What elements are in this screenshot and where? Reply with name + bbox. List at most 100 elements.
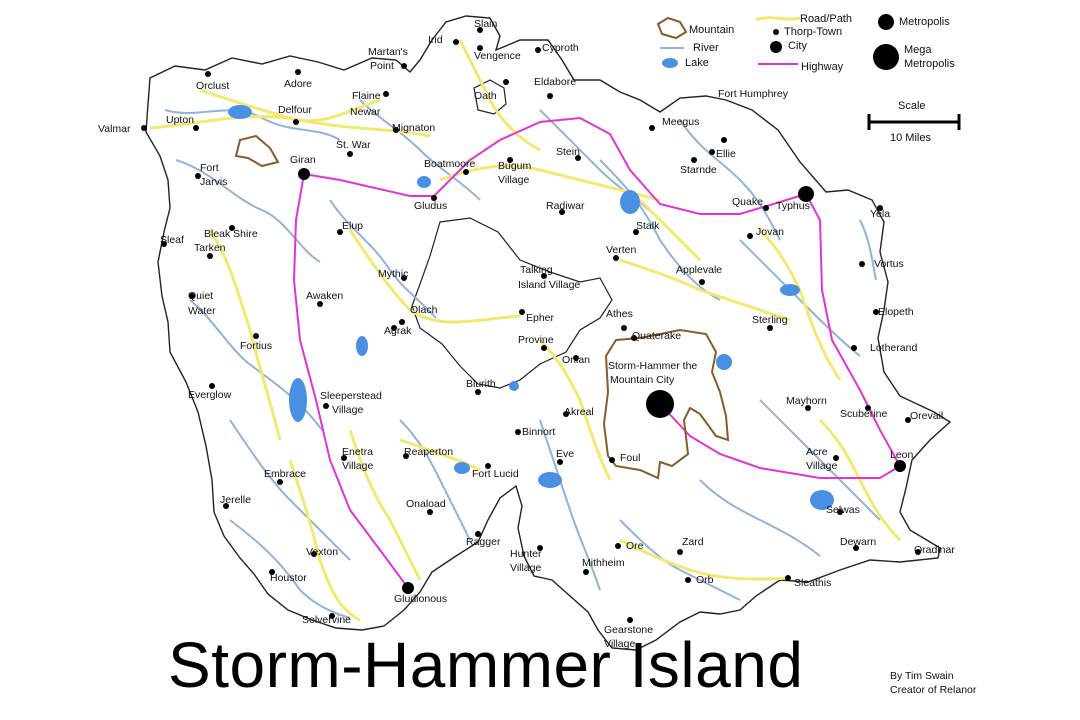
place-label: Eve bbox=[556, 448, 575, 460]
place-label: Newar bbox=[350, 106, 381, 118]
place-label: Onian bbox=[562, 354, 591, 366]
place-label: Gludus bbox=[414, 200, 448, 212]
place-label: Yela bbox=[870, 208, 891, 220]
city-gludionous bbox=[402, 582, 414, 594]
place-label: Stalk bbox=[636, 220, 660, 232]
place-label: Storm-Hammer the bbox=[608, 360, 698, 372]
place-label: Gearstone bbox=[604, 624, 654, 636]
place-label: Blurith bbox=[466, 378, 496, 390]
mega-metropolis-storm-hammer bbox=[646, 390, 674, 418]
legend-road-label: Road/Path bbox=[800, 13, 852, 25]
place-label: Houstor bbox=[270, 572, 307, 584]
legend-river-label: River bbox=[693, 42, 719, 54]
place-label: Fort bbox=[200, 162, 219, 174]
place-label: Selwas bbox=[826, 504, 860, 516]
legend-highway-label: Highway bbox=[801, 61, 844, 73]
place-label: Akreal bbox=[564, 406, 594, 418]
place-label: Sleeperstead bbox=[320, 390, 382, 402]
credit-subtitle: Creator of Relanor bbox=[890, 684, 977, 696]
place-label: Lotherand bbox=[870, 342, 918, 354]
inner-bay bbox=[411, 217, 613, 389]
place-label: Sterling bbox=[752, 314, 788, 326]
place-label: Village bbox=[806, 460, 838, 472]
place-label: Irid bbox=[428, 34, 443, 46]
place-label: Orclust bbox=[196, 80, 230, 92]
place-label: Vexton bbox=[306, 546, 339, 558]
place-label: Mayhorn bbox=[786, 395, 827, 407]
place-label: Eldabore bbox=[534, 76, 577, 88]
place-label: Provine bbox=[518, 334, 554, 346]
legend-mountain-icon bbox=[656, 16, 688, 40]
place-label: Dewarn bbox=[840, 536, 877, 548]
place-label: Fort Lucid bbox=[472, 468, 519, 480]
place-label: Bleak Shire bbox=[204, 228, 258, 240]
place-label: Quiet bbox=[188, 290, 214, 302]
place-label: Delfour bbox=[278, 104, 312, 116]
place-label: Mythic bbox=[378, 268, 409, 280]
place-label: Orb bbox=[696, 574, 714, 586]
place-label: Ragger bbox=[466, 536, 501, 548]
mountain-small bbox=[234, 134, 280, 168]
place-label: Boatmoore bbox=[424, 158, 476, 170]
place-label: Radiwar bbox=[546, 200, 585, 212]
legend-metropolis-icon bbox=[878, 14, 894, 30]
place-label: Gludionous bbox=[394, 593, 448, 605]
scale-label: Scale bbox=[898, 100, 926, 112]
credit-author: By Tim Swain bbox=[890, 670, 954, 682]
place-label: Reaperton bbox=[404, 446, 454, 458]
place-label: Giran bbox=[290, 154, 316, 166]
place-label: Athes bbox=[606, 308, 633, 320]
place-label: Jarvis bbox=[200, 176, 228, 188]
legend-lake-icon bbox=[662, 58, 678, 68]
rivers bbox=[164, 99, 881, 619]
place-label: Oradinar bbox=[914, 544, 955, 556]
highway bbox=[292, 116, 902, 589]
place-label: Quaterake bbox=[632, 330, 682, 342]
legend-lake-label: Lake bbox=[685, 57, 709, 69]
place-label: Upton bbox=[166, 114, 195, 126]
place-label: Meegus bbox=[662, 116, 700, 128]
place-label: Ellie bbox=[716, 148, 736, 160]
place-label: Typhus bbox=[776, 200, 810, 212]
place-label: Island Village bbox=[518, 279, 581, 291]
place-label: Village bbox=[510, 562, 542, 574]
place-label: Talking bbox=[520, 264, 553, 276]
place-label: Agrak bbox=[384, 325, 412, 337]
place-label: Orevail bbox=[910, 410, 944, 422]
place-label: Jovan bbox=[756, 226, 785, 238]
place-label: Oath bbox=[474, 90, 497, 102]
legend-city-icon bbox=[770, 41, 782, 53]
place-label: Fortius bbox=[240, 340, 273, 352]
place-label: Village bbox=[498, 174, 530, 186]
city-giran bbox=[298, 168, 310, 180]
place-label: Hunter bbox=[510, 548, 542, 560]
place-label: Awaken bbox=[306, 290, 344, 302]
place-label: Vengence bbox=[474, 50, 521, 62]
place-label: Jerelle bbox=[220, 494, 251, 506]
place-label: Foul bbox=[620, 452, 641, 464]
place-label: Flaine bbox=[352, 90, 381, 102]
place-label: Selvervine bbox=[302, 614, 352, 626]
place-label: Adore bbox=[284, 78, 313, 90]
legend-city-label: City bbox=[788, 40, 807, 52]
place-label: Scuberine bbox=[840, 408, 888, 420]
place-label: Onaload bbox=[406, 498, 446, 510]
place-label: Binnort bbox=[522, 426, 556, 438]
legend-road-icon bbox=[755, 16, 801, 22]
place-label: Zard bbox=[682, 536, 704, 548]
place-label: Enetra bbox=[342, 446, 373, 458]
place-label: Fort Humphrey bbox=[718, 88, 789, 100]
legend-mega-label-2: Metropolis bbox=[904, 58, 955, 70]
place-label: Mithheim bbox=[582, 557, 625, 569]
place-label: Water bbox=[188, 305, 216, 317]
scale-bar bbox=[867, 114, 961, 130]
scale-distance: 10 Miles bbox=[890, 132, 931, 144]
place-label: Martan's bbox=[368, 46, 408, 58]
place-label: Vortus bbox=[874, 258, 904, 270]
legend-mountain-label: Mountain bbox=[689, 24, 735, 36]
place-label: Stein bbox=[556, 146, 580, 158]
place-label: Embrace bbox=[264, 468, 307, 480]
place-label: Point bbox=[370, 60, 394, 72]
roads bbox=[149, 39, 902, 622]
